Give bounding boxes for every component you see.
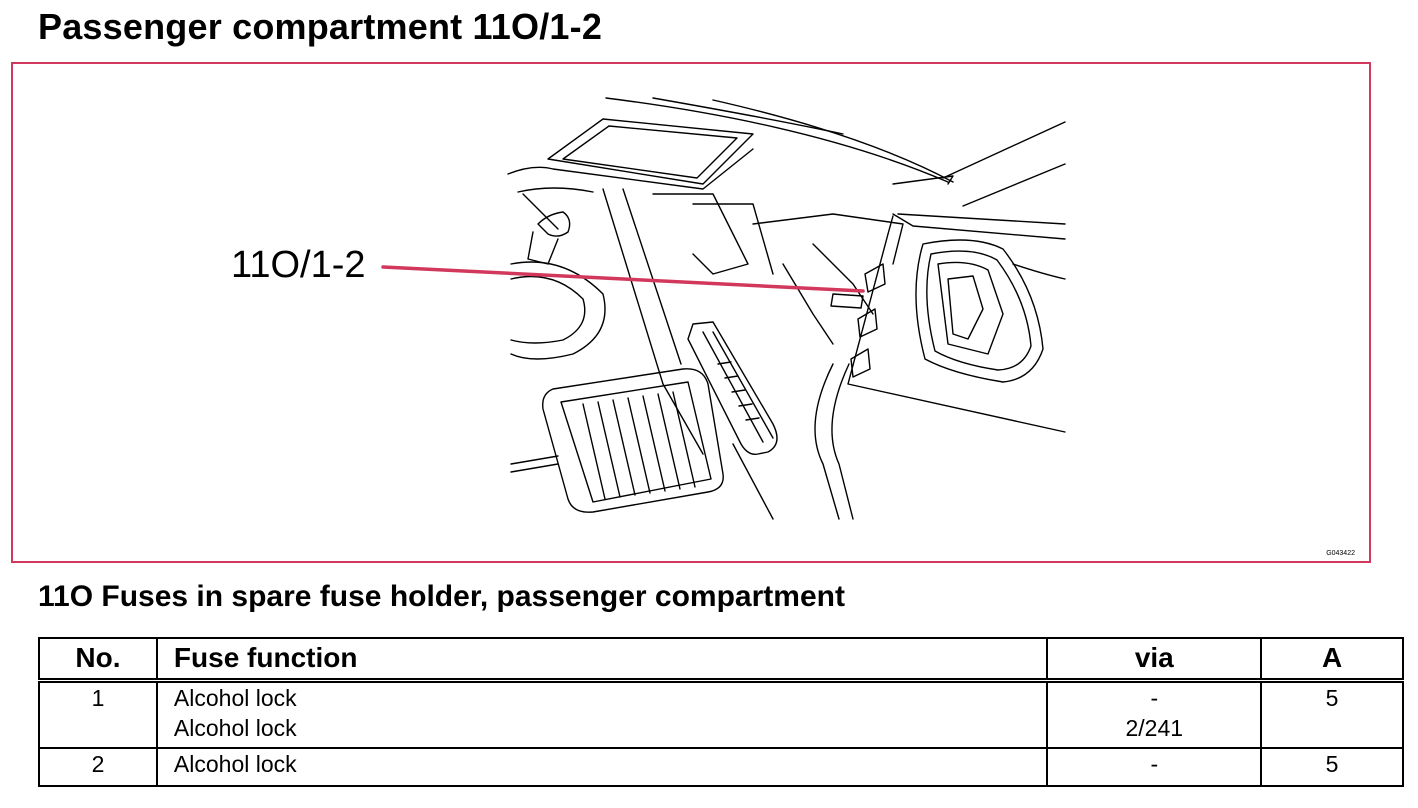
header-amps: A [1260, 637, 1404, 683]
header-fuse-function: Fuse function [155, 637, 1049, 683]
fuse-table: No. Fuse function via A 1 Alcohol lock A… [38, 637, 1404, 787]
via-value: - [1150, 751, 1159, 777]
figure-code: G043422 [1326, 550, 1355, 557]
table-row: 1 Alcohol lock Alcohol lock - 2/241 5 [38, 680, 1404, 749]
fuse-function: Alcohol lock [173, 684, 297, 711]
header-via: via [1046, 637, 1263, 683]
figure-frame: 11O/1-2 G043422 [11, 62, 1371, 563]
section-title: 11O Fuses in spare fuse holder, passenge… [38, 580, 845, 613]
fuse-function-cell: Alcohol lock [155, 748, 1049, 787]
fuse-function: Alcohol lock [173, 751, 297, 777]
table-row: 2 Alcohol lock - 5 [38, 748, 1404, 787]
fuse-amps: 5 [1260, 748, 1404, 787]
table-header-row: No. Fuse function via A [38, 637, 1404, 683]
via-cell: - 2/241 [1046, 680, 1263, 749]
via-value: - [1150, 684, 1159, 711]
page-title: Passenger compartment 11O/1-2 [38, 6, 603, 47]
fuse-function: Alcohol lock [173, 714, 297, 741]
via-value: 2/241 [1125, 714, 1184, 741]
pedal-area-illustration [381, 97, 1066, 520]
callout-label: 11O/1-2 [231, 244, 366, 286]
fuse-number: 2 [38, 748, 158, 787]
fuse-number: 1 [38, 680, 158, 749]
fuse-function-cell: Alcohol lock Alcohol lock [155, 680, 1049, 749]
via-cell: - [1046, 748, 1263, 787]
fuse-amps: 5 [1260, 680, 1404, 749]
header-no: No. [38, 637, 158, 683]
